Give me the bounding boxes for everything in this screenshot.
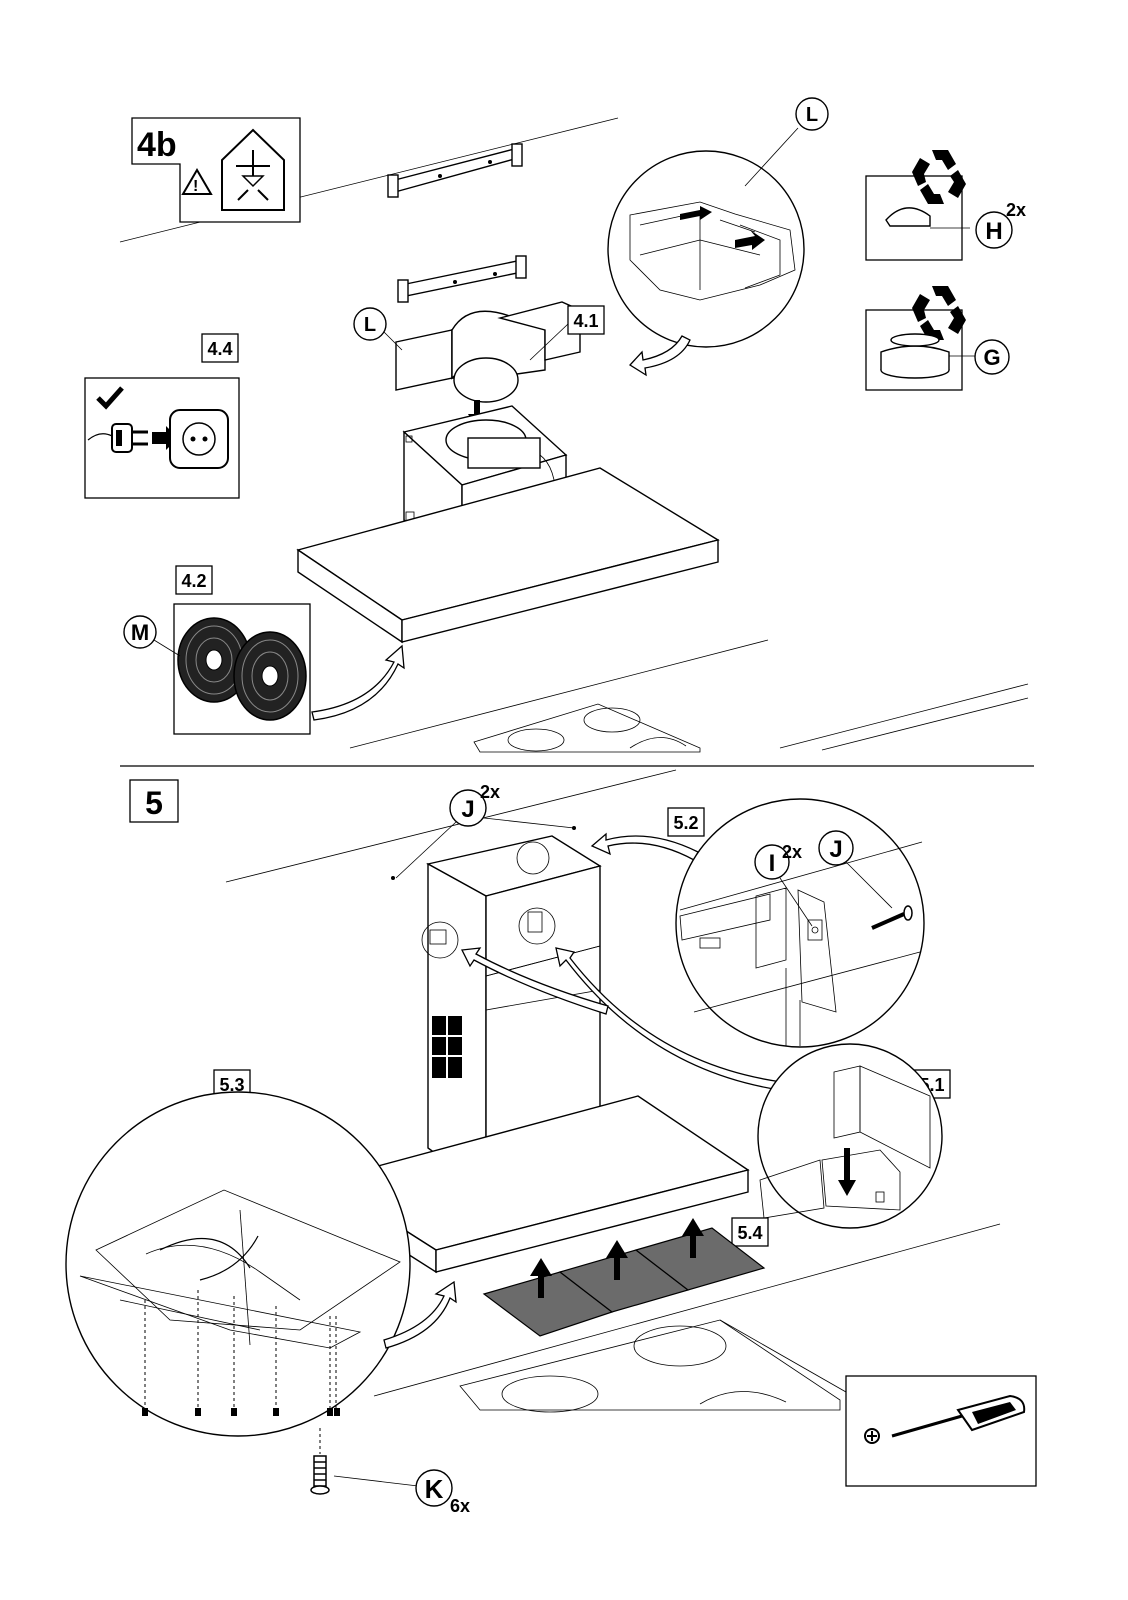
hood-canopy-4 bbox=[296, 467, 720, 644]
chimney-vent-grill bbox=[432, 1016, 462, 1078]
part-J-callout-main: J 2x bbox=[395, 782, 575, 879]
part-L-main-label: L bbox=[364, 314, 376, 336]
step-4b-label: 4b bbox=[137, 126, 177, 164]
part-M-callout: M bbox=[123, 615, 181, 657]
recycle-box-G bbox=[865, 286, 975, 391]
step-5-4-label: 5.4 bbox=[737, 1223, 762, 1243]
plug-icon bbox=[87, 423, 148, 453]
arrow-5-1-to-chimney-b bbox=[461, 947, 609, 1015]
part-J-detail-label: J bbox=[829, 836, 842, 863]
step-4b-header: 4b ! bbox=[131, 117, 301, 223]
part-L-top-label: L bbox=[806, 104, 818, 126]
part-H-callout: H 2x bbox=[975, 200, 1026, 249]
arrow-5-2-to-chimney bbox=[590, 832, 699, 861]
part-M-label: M bbox=[131, 620, 149, 645]
step-5-label: 5 bbox=[145, 785, 163, 821]
step-4-2-label-box: 4.2 bbox=[175, 565, 213, 595]
chimney bbox=[391, 826, 602, 1192]
detail-arrow-4-1 bbox=[628, 335, 691, 377]
step-4-1-label: 4.1 bbox=[573, 311, 598, 331]
arrow-5-3-to-hood bbox=[383, 1280, 457, 1349]
part-J-main-label: J bbox=[461, 796, 474, 823]
part-K-qty: 6x bbox=[450, 1496, 470, 1516]
part-G-label: G bbox=[983, 345, 1000, 370]
part-I-qty: 2x bbox=[782, 842, 802, 862]
detail-circle-5-2 bbox=[675, 798, 925, 1048]
power-plug-panel bbox=[84, 377, 240, 499]
part-K-label: K bbox=[425, 1474, 444, 1504]
part-H-label: H bbox=[985, 218, 1002, 245]
svg-text:!: ! bbox=[193, 178, 198, 195]
wall-bracket-lower bbox=[397, 255, 527, 303]
recycle-icon bbox=[912, 150, 966, 204]
cooktop-5 bbox=[373, 1223, 1001, 1413]
step-5-header: 5 bbox=[129, 779, 179, 823]
step-5-2-label: 5.2 bbox=[673, 813, 698, 833]
carbon-filter-panel bbox=[173, 603, 311, 735]
warning-triangle-icon: ! bbox=[181, 168, 213, 195]
part-H-qty: 2x bbox=[1006, 200, 1026, 220]
step-4-1-label-box: 4.1 bbox=[529, 305, 605, 361]
recycle-box-H bbox=[865, 150, 970, 261]
tool-panel bbox=[845, 1375, 1037, 1487]
screw-K bbox=[310, 1428, 330, 1495]
filter-insert-arrow bbox=[311, 644, 405, 721]
carbon-filter-right bbox=[233, 631, 307, 721]
cooktop-4 bbox=[349, 639, 1029, 753]
part-L-callout-main: L bbox=[353, 307, 403, 351]
grease-filter-3 bbox=[634, 1218, 766, 1291]
step-4-2-label: 4.2 bbox=[181, 571, 206, 591]
wall-bracket-upper bbox=[387, 143, 523, 198]
step-5-3-label: 5.3 bbox=[219, 1075, 244, 1095]
part-K-callout: K 6x bbox=[333, 1469, 470, 1516]
phillips-head-icon bbox=[864, 1428, 880, 1444]
wall-line-5 bbox=[225, 769, 677, 883]
part-G-callout: G bbox=[974, 339, 1010, 375]
detail-circle-5-3 bbox=[65, 1091, 411, 1437]
arrow-5-1-to-chimney-a bbox=[555, 947, 783, 1091]
duct-adapter-L bbox=[395, 301, 581, 403]
step-5-4-label-box: 5.4 bbox=[731, 1217, 769, 1247]
part-J-main-qty: 2x bbox=[480, 782, 500, 802]
part-J-callout-detail: J bbox=[818, 830, 893, 909]
step-5-2-label-box: 5.2 bbox=[667, 807, 705, 837]
socket-icon bbox=[169, 409, 229, 469]
screw-J bbox=[871, 905, 913, 930]
part-L-callout-top: L bbox=[795, 97, 829, 131]
detail-circle-5-1 bbox=[757, 1043, 943, 1229]
screwdriver-icon bbox=[891, 1394, 1026, 1438]
part-I-callout: I 2x bbox=[754, 842, 813, 927]
step-4-4-label-box: 4.4 bbox=[201, 333, 239, 363]
detail-circle-L bbox=[607, 127, 805, 348]
part-I-label: I bbox=[769, 850, 776, 877]
checkmark-icon bbox=[96, 386, 124, 410]
step-4-4-label: 4.4 bbox=[207, 339, 232, 359]
house-recirculation-icon bbox=[221, 128, 285, 211]
